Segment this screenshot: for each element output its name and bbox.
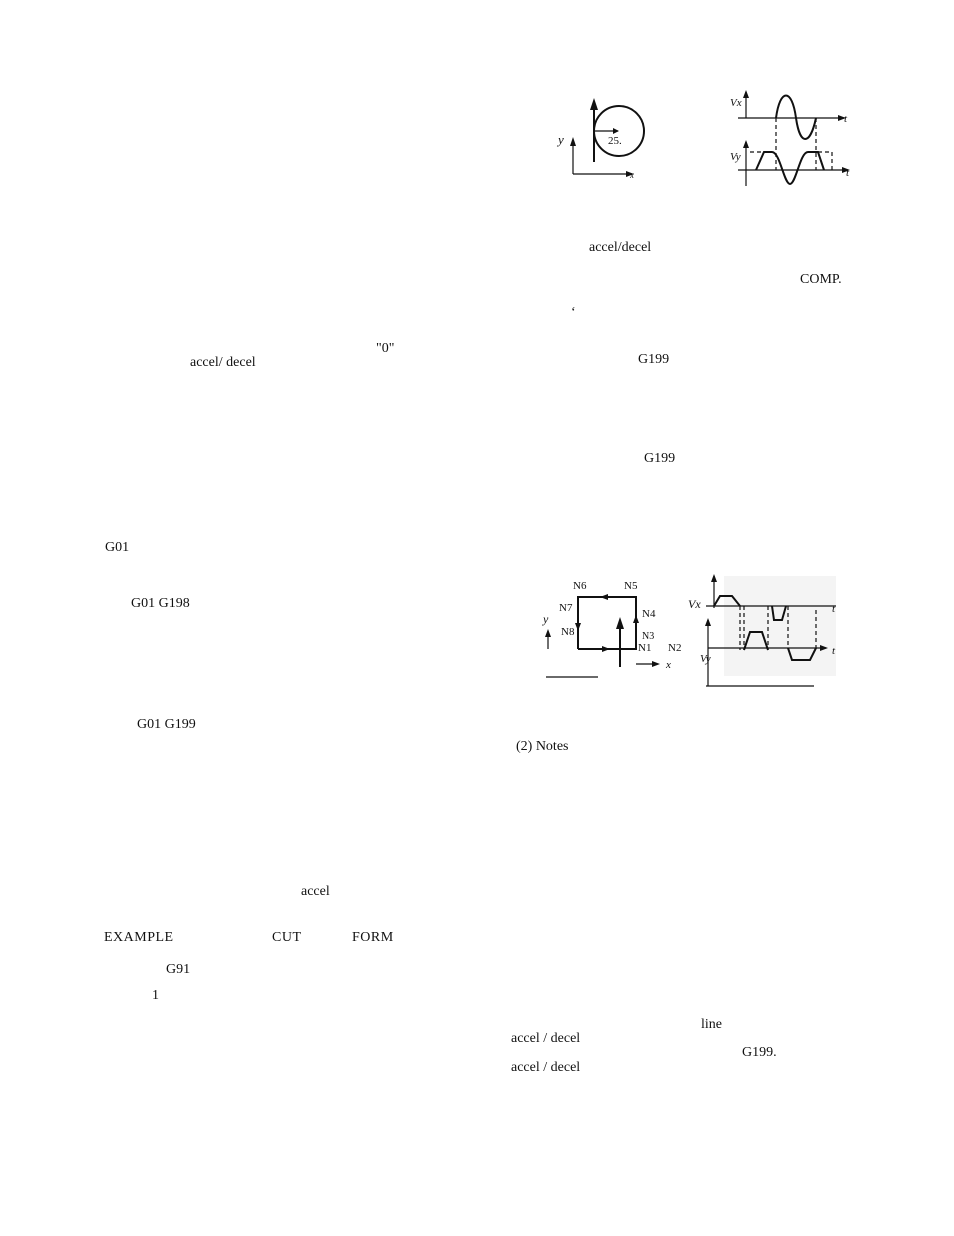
accel-decel-left: accel/ decel	[190, 355, 256, 370]
g91-code: G91	[166, 962, 191, 977]
direction-arrow-icon	[590, 98, 598, 110]
vy-label: Vy	[700, 653, 711, 665]
label-n8: N8	[561, 626, 575, 638]
y-axis-arrow-icon	[570, 137, 576, 146]
vx-axis-arrow-icon	[743, 90, 749, 98]
square-path	[577, 596, 637, 650]
accel-word: accel	[301, 884, 330, 899]
number-one: 1	[152, 988, 159, 1003]
g199-code-2: G199	[644, 451, 676, 466]
notes-heading: (2) Notes	[516, 739, 569, 754]
label-n4: N4	[642, 608, 656, 620]
stray-mark: ‘	[571, 305, 576, 320]
vy-t-label: t	[846, 167, 850, 179]
x-axis-label: x	[665, 659, 671, 671]
label-n5: N5	[624, 580, 638, 592]
arrow-n8-icon	[602, 646, 610, 652]
arrow-n6-icon	[600, 594, 608, 600]
square-velocity-figure: Vx t Vy t	[688, 574, 836, 687]
y-axis-label: y	[542, 612, 549, 626]
figure-background	[724, 576, 836, 676]
vy-t-label: t	[832, 645, 836, 657]
label-n7: N7	[559, 602, 573, 614]
g199-code-1: G199	[638, 352, 670, 367]
arrow-n7-icon	[575, 623, 581, 631]
vy-axis-arrow-icon	[743, 140, 749, 148]
accel-decel-right: accel/decel	[589, 240, 652, 255]
vx-axis-arrow-icon	[711, 574, 717, 582]
y-axis-arrow-icon	[545, 629, 551, 637]
vx-time-arrow-icon	[838, 115, 846, 121]
accel-decel-right-3: accel / decel	[511, 1060, 581, 1075]
quote-zero: "0"	[376, 341, 395, 356]
vx-label: Vx	[730, 97, 742, 109]
circle-velocity-figure: Vx t Vy t	[730, 90, 850, 186]
vy-axis-arrow-icon	[705, 618, 711, 626]
y-axis-label: y	[556, 132, 564, 147]
x-axis-label: x	[629, 170, 634, 180]
example-label: EXAMPLE	[104, 930, 174, 945]
vx-label: Vx	[688, 597, 701, 611]
label-n3: N3	[642, 631, 654, 642]
square-path-figure: N6 N5 N7 N4 N8 N3 N1 N2 y x	[542, 580, 681, 678]
vy-label: Vy	[730, 151, 741, 163]
vy-time-arrow-icon	[820, 645, 828, 651]
vx-trapezoid-2	[771, 605, 787, 621]
x-axis-arrow-icon	[652, 661, 660, 667]
cut-label: CUT	[272, 930, 302, 945]
g01-g199-code: G01 G199	[137, 717, 196, 732]
arrow-n4-icon	[633, 615, 639, 623]
vy-curve	[755, 151, 825, 186]
g01-code: G01	[105, 540, 130, 555]
vx-trapezoid-1	[713, 595, 741, 607]
start-arrow-icon	[616, 617, 624, 629]
x-axis-arrow-icon	[626, 171, 634, 177]
vx-t-label: t	[844, 113, 848, 125]
g01-g198-code: G01 G198	[131, 596, 190, 611]
radius-label: 25.	[608, 135, 622, 147]
label-n1: N1	[638, 642, 651, 654]
g199-code-3: G199.	[742, 1045, 777, 1060]
form-label: FORM	[352, 930, 394, 945]
label-n6: N6	[573, 580, 587, 592]
vy-trapezoid-1	[743, 631, 769, 651]
vx-t-label: t	[832, 603, 836, 615]
vy-time-arrow-icon	[842, 167, 850, 173]
vx-sine-curve	[775, 94, 817, 140]
accel-decel-right-2: accel / decel	[511, 1031, 581, 1046]
vy-trapezoid-2	[787, 647, 817, 661]
comp-label: COMP.	[800, 272, 842, 287]
radius-arrow-icon	[613, 128, 619, 134]
circle-path-figure: y x 25.	[556, 98, 645, 180]
line-word: line	[701, 1017, 722, 1032]
label-n2: N2	[668, 642, 681, 654]
